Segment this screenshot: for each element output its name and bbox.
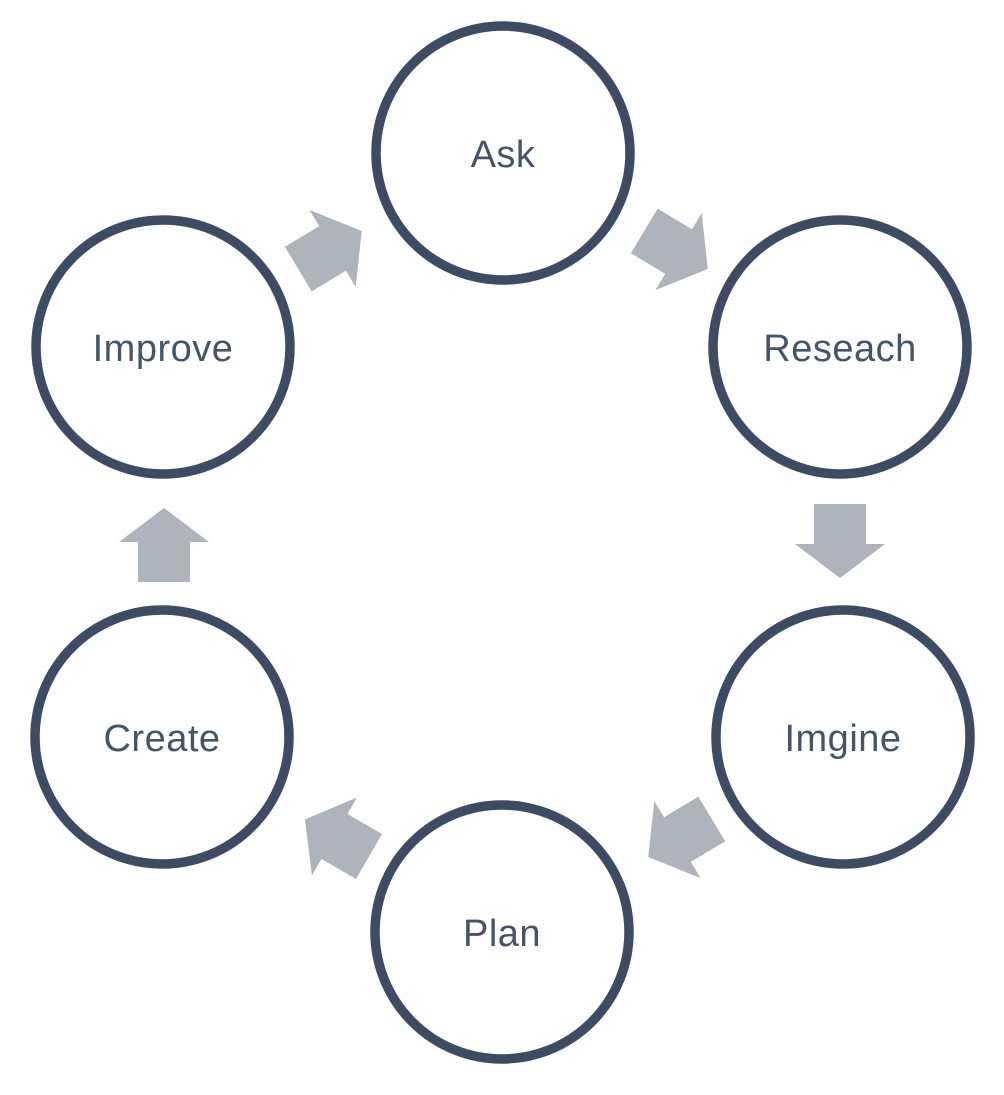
node-circle-plan [370,800,634,1064]
node-circle-imgine [711,605,975,869]
node-label-create: Create [103,718,220,760]
node-circle-ask [371,21,635,285]
arrow-plan-to-create-icon [304,797,383,880]
node-circle-reseach [708,215,972,479]
node-label-ask: Ask [471,134,536,176]
arrow-create-to-improve-icon [119,508,209,582]
node-label-plan: Plan [463,913,541,955]
node-label-reseach: Reseach [763,328,916,370]
arrow-imgine-to-plan-icon [648,796,726,879]
arrow-ask-to-reseach-icon [630,208,708,291]
node-label-improve: Improve [93,328,234,370]
arrow-improve-to-ask-icon [284,209,362,292]
node-circle-improve [31,215,295,479]
arrow-reseach-to-imgine-icon [795,504,885,578]
node-label-imgine: Imgine [784,718,901,760]
node-circle-create [30,605,294,869]
